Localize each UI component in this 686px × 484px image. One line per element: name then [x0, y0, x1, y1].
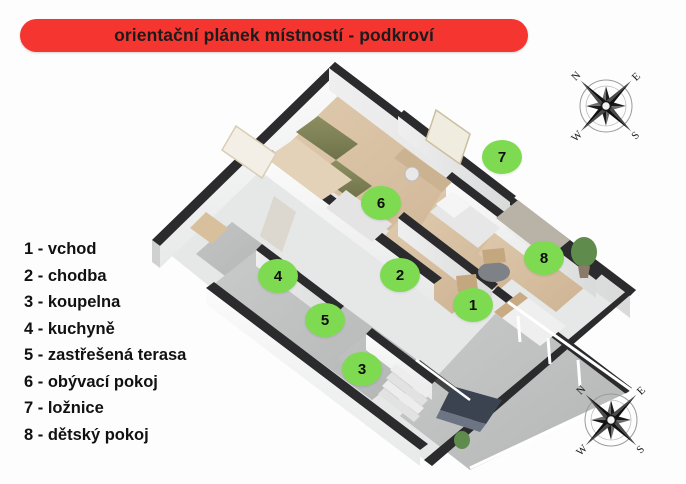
- legend-item-5: 5 - zastřešená terasa: [24, 346, 187, 364]
- desk: [394, 148, 452, 192]
- sofa: [296, 116, 358, 160]
- compass-bottom-label-e: E: [635, 384, 648, 397]
- room-legend: 1 - vchod 2 - chodba 3 - koupelna 4 - ku…: [24, 236, 254, 448]
- legend-item-8: 8 - dětský pokoj: [24, 425, 149, 444]
- compass-rose-bottom: N E S W: [563, 372, 659, 468]
- compass-top-label-s: S: [629, 129, 642, 142]
- title-banner: orientační plánek místností - podkroví: [20, 19, 528, 52]
- bed-6: [326, 190, 392, 242]
- room-marker-8: 8: [524, 241, 564, 275]
- compass-bottom-label-w: W: [574, 442, 590, 458]
- legend-item-6: 6 - obývací pokoj: [24, 372, 158, 391]
- room-marker-7: 7: [482, 140, 522, 174]
- legend-item-7: 7 - ložnice: [24, 399, 104, 417]
- lounge-chair: [440, 386, 502, 424]
- compass-top-label-w: W: [569, 128, 585, 144]
- furniture: [190, 108, 635, 470]
- covered-terrace-railing: [415, 358, 471, 402]
- room-marker-5: 5: [305, 303, 345, 337]
- terrace-railing: [469, 300, 635, 470]
- compass-top-label-e: E: [630, 70, 643, 83]
- room-marker-6: 6: [361, 186, 401, 220]
- table: [478, 262, 510, 282]
- stairs: [378, 364, 432, 422]
- room-marker-1: 1: [453, 288, 493, 322]
- legend-item-1: 1 - vchod: [24, 240, 97, 258]
- legend-item-3: 3 - koupelna: [24, 293, 121, 311]
- legend-item-4: 4 - kuchyně: [24, 319, 115, 338]
- room-marker-3: 3: [342, 352, 382, 386]
- compass-rose-top: N E S W: [558, 58, 654, 154]
- plant: [571, 237, 597, 267]
- room-marker-2: 2: [380, 258, 420, 292]
- page-title: orientační plánek místností - podkroví: [114, 25, 434, 45]
- room-marker-4: 4: [258, 259, 298, 293]
- legend-item-2: 2 - chodba: [24, 266, 107, 285]
- compass-bottom-label-s: S: [634, 443, 647, 456]
